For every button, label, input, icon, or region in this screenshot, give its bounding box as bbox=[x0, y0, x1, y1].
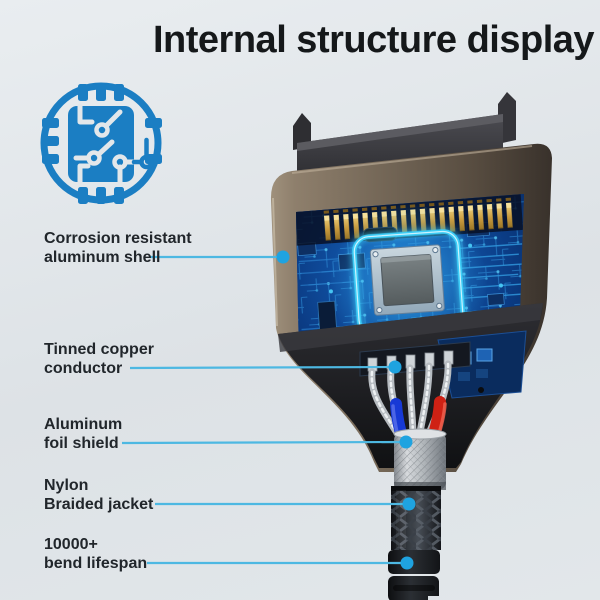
label-line: foil shield bbox=[44, 435, 119, 452]
shell-top-highlight bbox=[291, 145, 533, 174]
nylon-braided-jacket bbox=[391, 486, 441, 550]
page-title: Internal structure display bbox=[153, 19, 595, 61]
shell-front-lip bbox=[278, 303, 543, 352]
leader-line-braided-jacket bbox=[155, 497, 416, 511]
leader-line-copper-conductor bbox=[129, 360, 402, 374]
label-aluminum-foil-shield: Aluminum foil shield bbox=[44, 415, 122, 453]
label-bend-lifespan: 10000+ bend lifespan bbox=[44, 535, 147, 573]
label-tinned-copper-conductor: Tinned copper conductor bbox=[44, 340, 154, 378]
label-line: Nylon bbox=[44, 477, 89, 494]
leader-line-foil-shield bbox=[121, 435, 413, 449]
circuit-chip-icon bbox=[28, 70, 176, 218]
chip-die bbox=[380, 254, 435, 307]
label-corrosion-resistant-aluminum-shell: Corrosion resistant aluminum shell bbox=[44, 229, 192, 267]
leader-line-aluminum-shell bbox=[150, 250, 290, 264]
label-line: Corrosion resistant bbox=[44, 230, 192, 247]
label-line: 10000+ bbox=[44, 536, 98, 553]
shell-edge-highlight bbox=[272, 197, 278, 327]
label-line: Tinned copper bbox=[44, 341, 154, 358]
label-line: Braided jacket bbox=[44, 496, 154, 513]
label-nylon-braided-jacket: Nylon Braided jacket bbox=[44, 476, 153, 514]
bend-relief-cable bbox=[387, 550, 440, 600]
leader-line-bend-lifespan bbox=[147, 556, 414, 570]
leader-lines bbox=[121, 250, 416, 570]
label-line: Aluminum bbox=[44, 416, 123, 433]
label-line: conductor bbox=[44, 360, 123, 377]
label-line: aluminum shell bbox=[44, 249, 161, 266]
label-line: bend lifespan bbox=[44, 555, 148, 572]
